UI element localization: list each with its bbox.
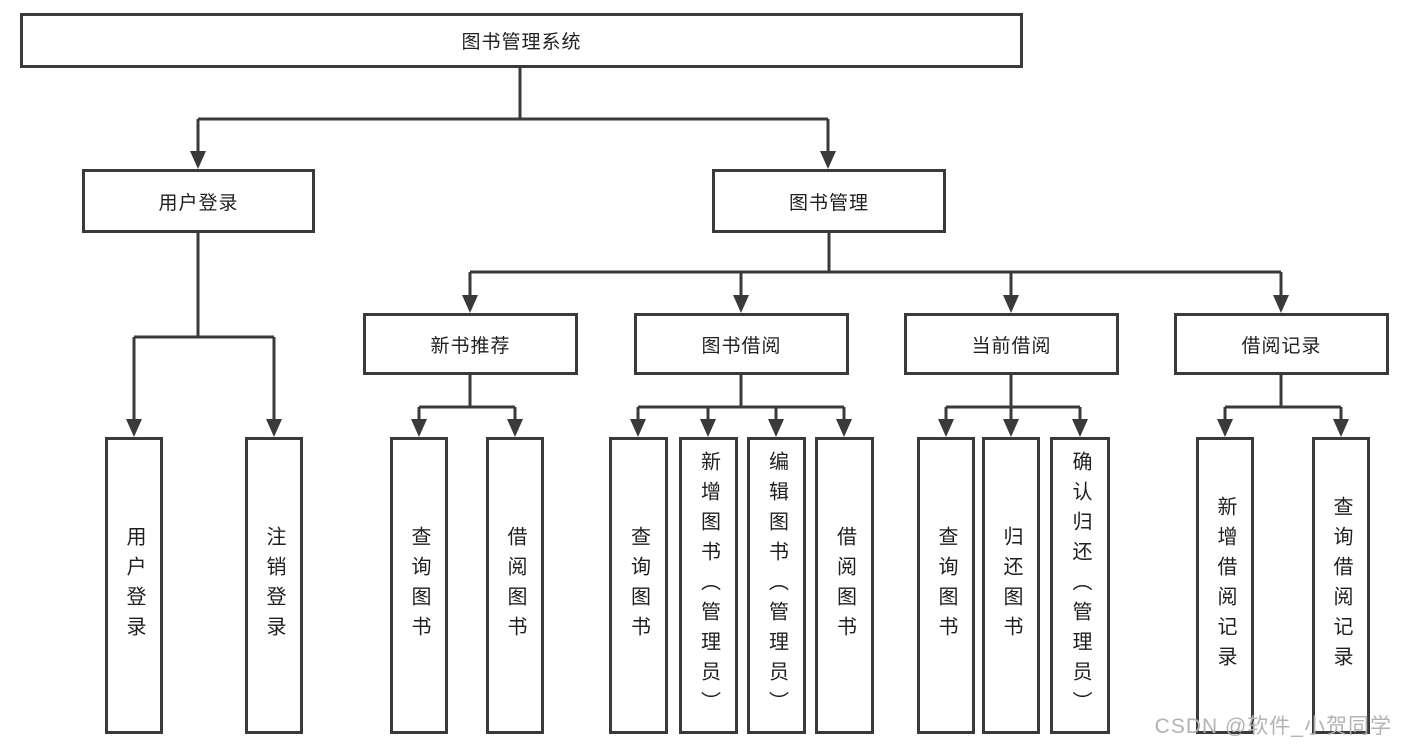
- borrow-branch-connector: [636, 375, 846, 421]
- node-label: 注销登录: [263, 525, 285, 646]
- leaf-add-borrow-record: 新增借阅记录: [1196, 437, 1254, 734]
- node-label: 用户登录: [123, 525, 145, 646]
- node-new-book-recommendation: 新书推荐: [363, 313, 578, 375]
- leaf-borrow-books: 借阅图书: [486, 437, 544, 734]
- leaf-query-books: 查询图书: [390, 437, 448, 734]
- node-label: 图书管理系统: [461, 32, 582, 53]
- leaf-add-books-admin: 新增图书（管理员）: [679, 437, 738, 734]
- csdn-watermark: CSDN @软件_小贺同学: [1154, 715, 1392, 738]
- login-branch-connector: [132, 233, 276, 421]
- node-label: 新增图书（管理员）: [697, 450, 720, 721]
- arrow-down-icon: [733, 295, 749, 313]
- arrow-down-icon: [411, 419, 427, 437]
- node-label: 新书推荐: [430, 335, 511, 357]
- arrow-down-icon: [1003, 295, 1019, 313]
- leaf-logout: 注销登录: [245, 437, 303, 734]
- arrow-down-icon: [836, 419, 852, 437]
- root-to-level2-connector: [196, 68, 830, 153]
- records-branch-connector: [1223, 375, 1343, 421]
- node-label: 编辑图书（管理员）: [765, 450, 788, 721]
- arrow-down-icon: [190, 151, 206, 169]
- node-borrowing-records: 借阅记录: [1174, 313, 1389, 375]
- node-label: 借阅图书: [833, 525, 856, 646]
- arrow-down-icon: [820, 151, 836, 169]
- leaf-borrow-books: 借阅图书: [815, 437, 874, 734]
- arrow-down-icon: [266, 419, 282, 437]
- arrow-down-icon: [1333, 419, 1349, 437]
- arrow-down-icon: [1072, 419, 1088, 437]
- leaf-edit-books-admin: 编辑图书（管理员）: [747, 437, 806, 734]
- arrow-down-icon: [507, 419, 523, 437]
- arrow-down-icon: [1273, 295, 1289, 313]
- node-label: 确认归还（管理员）: [1069, 450, 1091, 721]
- leaf-confirm-return-admin: 确认归还（管理员）: [1050, 437, 1110, 734]
- node-library-management-system: 图书管理系统: [20, 13, 1023, 68]
- node-label: 用户登录: [158, 192, 239, 214]
- arrow-down-icon: [1003, 419, 1019, 437]
- arrow-down-icon: [768, 419, 784, 437]
- arrow-down-icon: [1217, 419, 1233, 437]
- node-current-borrowing: 当前借阅: [904, 313, 1119, 375]
- leaf-query-books: 查询图书: [917, 437, 975, 734]
- node-book-borrowing: 图书借阅: [634, 313, 849, 375]
- node-label: 借阅记录: [1241, 335, 1322, 357]
- node-label: 当前借阅: [971, 335, 1052, 357]
- node-label: 查询图书: [935, 525, 957, 646]
- current-borrow-branch-connector: [944, 375, 1082, 421]
- node-label: 借阅图书: [504, 525, 526, 646]
- arrow-down-icon: [630, 419, 646, 437]
- leaf-query-borrow-record: 查询借阅记录: [1312, 437, 1370, 734]
- node-label: 归还图书: [1000, 525, 1022, 646]
- arrow-down-icon: [938, 419, 954, 437]
- node-book-management: 图书管理: [712, 169, 946, 233]
- management-to-level3-connector: [468, 233, 1283, 297]
- arrow-down-icon: [462, 295, 478, 313]
- leaf-user-login: 用户登录: [105, 437, 163, 734]
- node-label: 查询图书: [627, 525, 650, 646]
- leaf-return-books: 归还图书: [982, 437, 1040, 734]
- node-label: 图书管理: [788, 192, 869, 214]
- arrow-down-icon: [126, 419, 142, 437]
- node-user-login-group: 用户登录: [82, 169, 315, 233]
- node-label: 图书借阅: [701, 335, 782, 357]
- arrow-down-icon: [700, 419, 716, 437]
- node-label: 新增借阅记录: [1214, 495, 1236, 676]
- leaf-query-books: 查询图书: [609, 437, 668, 734]
- node-label: 查询借阅记录: [1330, 495, 1352, 676]
- recommend-branch-connector: [417, 375, 517, 421]
- node-label: 查询图书: [408, 525, 430, 646]
